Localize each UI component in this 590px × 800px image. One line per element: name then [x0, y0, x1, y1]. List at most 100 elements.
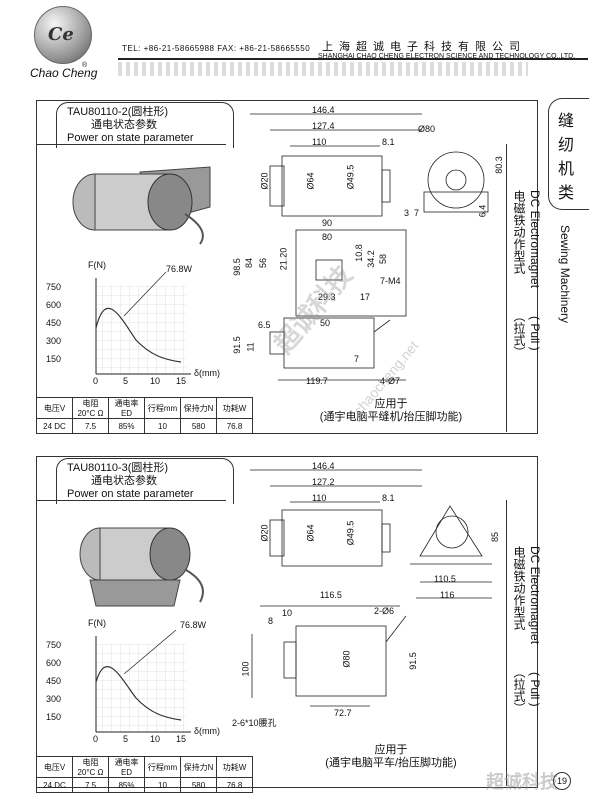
page-number: 19 — [553, 772, 571, 790]
spec-stroke: 10 — [144, 777, 181, 793]
logo-text: Chao Cheng — [30, 66, 98, 80]
graph-ylabel: F(N) — [88, 618, 106, 628]
dim: 116.5 — [320, 590, 342, 600]
applied-block-2: 应用于 (通宇电脑平车/抬压脚功能) — [316, 744, 466, 770]
side-label-column-2 — [506, 500, 537, 786]
curve-label: 76.8W — [180, 620, 207, 630]
product-model: TAU80110-3(圆柱形) — [67, 462, 169, 474]
y-tick: 150 — [46, 712, 62, 722]
product-panel-1 — [36, 100, 538, 434]
dim: 80.3 — [493, 156, 504, 174]
dim: 29.3 — [318, 292, 336, 302]
product-panel-2 — [36, 456, 538, 788]
dim: 11 — [245, 342, 256, 352]
dim: 119.7 — [306, 376, 328, 386]
th-voltage: 电压V — [36, 397, 73, 419]
y-tick: 750 — [46, 640, 62, 650]
watermark-cn-bottom: 超诚科技 — [486, 772, 558, 792]
y-tick: 300 — [46, 336, 62, 346]
registered-mark: ® — [82, 62, 88, 69]
dim: 146.4 — [312, 461, 335, 471]
product-image-1 — [72, 166, 211, 245]
dim: 56 — [258, 257, 269, 269]
applied-block-1: 应用于 (通宇电脑平缝机/抬压脚功能) — [316, 398, 466, 424]
action-cn: （拉式） — [512, 310, 526, 358]
th-power: 功耗W — [216, 756, 253, 778]
category-cn: 缝纫机类 — [558, 113, 575, 202]
product-image-2 — [79, 527, 204, 607]
spec-duty: 85% — [108, 777, 145, 793]
th-duty: 通电率ED — [108, 756, 145, 778]
type-cn: 电磁铁动作型式 — [512, 190, 526, 274]
spec-holding: 580 — [180, 777, 217, 793]
state-en: Power on state parameter — [67, 132, 194, 144]
x-tick: 0 — [93, 376, 99, 386]
dim: 110 — [312, 493, 327, 503]
spec-table-1: 电压V 电阻 20°C Ω 通电率ED 行程mm 保持力N 功耗W 24 DC … — [36, 397, 253, 434]
company-name-cn: 上海超诚电子科技有限公司 — [322, 41, 526, 53]
y-tick: 150 — [46, 354, 62, 364]
dim: 127.4 — [312, 121, 335, 131]
type-cn: 电磁铁动作型式 — [512, 546, 526, 630]
x-tick: 15 — [176, 376, 187, 386]
x-tick: 5 — [123, 376, 129, 386]
dim: 10 — [282, 608, 293, 618]
dim: Ø20 — [259, 524, 270, 542]
th-holding: 保持力N — [180, 397, 217, 419]
th-duty: 通电率ED — [108, 397, 145, 419]
dim: 85 — [490, 531, 501, 543]
spec-table-2: 电压V 电阻 20°C Ω 通电率ED 行程mm 保持力N 功耗W 24 DC … — [36, 756, 253, 793]
th-resistance: 电阻 20°C Ω — [72, 397, 109, 419]
dim: 90 — [322, 218, 333, 228]
side-label-column-1 — [506, 144, 537, 432]
dim: 21.20 — [278, 247, 289, 271]
dim: 100 — [240, 661, 251, 677]
applied-desc: (通宇电脑平缝机/抬压脚功能) — [319, 411, 463, 423]
applied-title: 应用于 — [374, 744, 408, 756]
dim: 8 — [268, 616, 274, 626]
y-tick: 450 — [46, 318, 62, 328]
spec-voltage: 24 DC — [36, 418, 73, 434]
dim: 146.4 — [312, 105, 335, 115]
spec-stroke: 10 — [144, 418, 181, 434]
y-tick: 300 — [46, 694, 62, 704]
graph-xlabel: δ(mm) — [194, 726, 220, 736]
x-tick: 15 — [176, 734, 187, 744]
dim: 58 — [378, 253, 389, 265]
state-cn: 通电状态参数 — [91, 475, 157, 487]
dim: 98.5 — [231, 258, 242, 276]
dim: 3 — [404, 208, 410, 218]
dim: 17 — [360, 292, 371, 302]
dim: Ø64 — [305, 524, 316, 542]
dim: 4-Ø7 — [380, 376, 401, 386]
applied-desc: (通宇电脑平车/抬压脚功能) — [325, 757, 457, 769]
type-en: DC Electromagnet — [528, 546, 542, 645]
x-tick: 0 — [93, 734, 99, 744]
curve-label: 76.8W — [166, 264, 193, 274]
logo-badge — [34, 6, 92, 64]
dim: 6.4 — [477, 204, 488, 218]
y-tick: 450 — [46, 676, 62, 686]
dim: Ø80 — [418, 124, 436, 134]
dim: 6.5 — [258, 320, 271, 330]
dim: 91.5 — [407, 652, 418, 670]
dim: 2-Ø6 — [374, 606, 395, 616]
x-tick: 5 — [123, 734, 129, 744]
force-graph-1 — [95, 271, 191, 375]
dim: 80 — [322, 232, 333, 242]
spec-power: 76.8 — [216, 777, 253, 793]
technical-drawing-1 — [250, 113, 489, 381]
technical-drawing-2 — [250, 469, 492, 707]
dim: 110 — [312, 137, 327, 147]
dim: 50 — [320, 318, 331, 328]
th-resistance: 电阻 20°C Ω — [72, 756, 109, 778]
graph-xlabel: δ(mm) — [194, 368, 220, 378]
product-title-box-1: TAU80110-2(圆柱形) 通电状态参数 Power on state pa… — [56, 102, 234, 148]
dim: 84 — [244, 257, 255, 269]
title-underline-2 — [36, 500, 226, 501]
spec-resistance: 7.5 — [72, 418, 109, 434]
type-en: DC Electromagnet — [528, 190, 542, 289]
applied-title: 应用于 — [374, 398, 408, 410]
y-tick: 600 — [46, 300, 62, 310]
y-tick: 600 — [46, 658, 62, 668]
